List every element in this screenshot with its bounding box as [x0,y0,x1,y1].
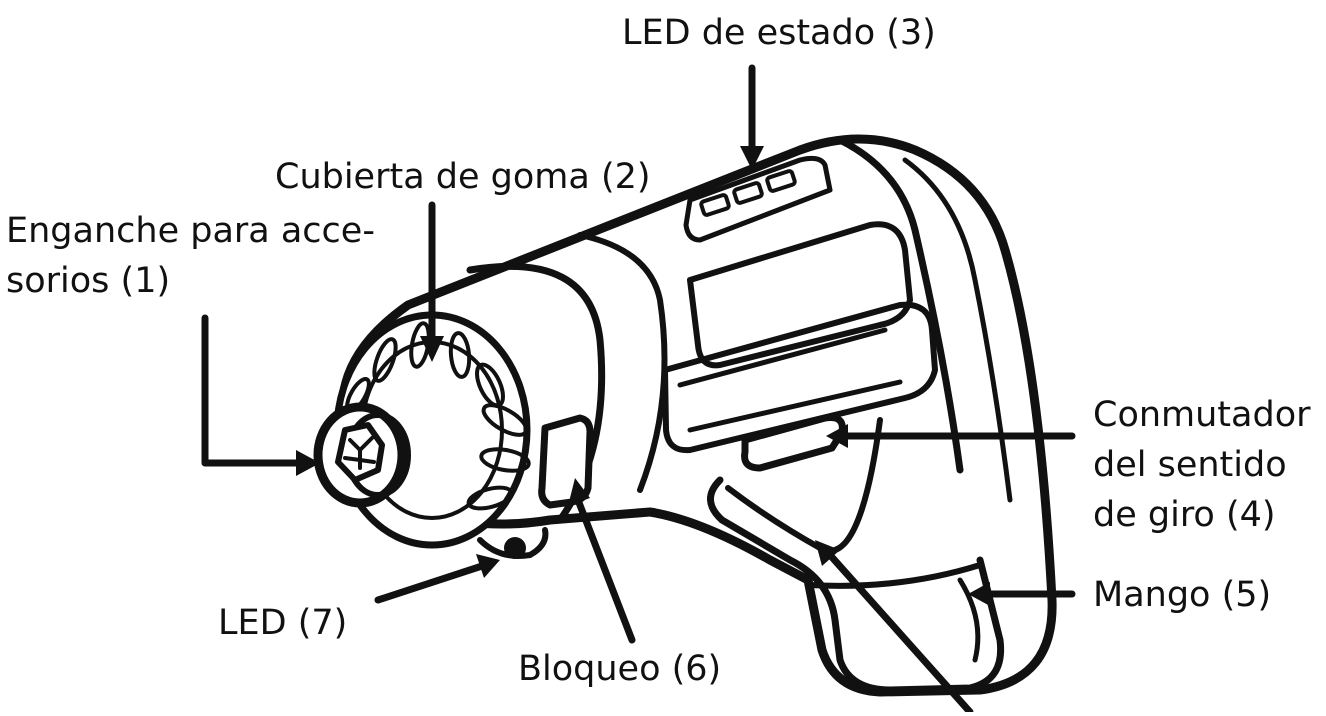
label-handle: Mango (5) [1093,575,1272,615]
label-direction-switch: Conmutador del sentido de giro (4) [1093,390,1311,540]
bit-holder-star [343,436,376,470]
arrowhead-led [476,554,500,578]
label-accessory-hook: Enganche para acce- sorios (1) [6,206,375,306]
side-trim-middle [662,301,938,454]
arrowhead-status-led [740,146,764,170]
rear-cap [836,136,964,474]
side-trim-lower [677,327,903,433]
front-led-housing [477,527,549,559]
nose-collar [577,232,668,493]
arrow-accessory-hook [201,314,304,467]
arrowhead-handle [968,582,990,606]
arrowhead-direction-switch [826,424,848,448]
arrow-lock [574,496,636,644]
label-accessory-hook-line1: Enganche para acce- [6,211,375,251]
arrow-trigger [826,551,974,716]
handle-band [807,562,983,589]
label-accessory-hook-line2: sorios (1) [6,261,171,301]
rear-cap-inner [902,157,1013,503]
status-led-panel [683,155,833,243]
label-direction-switch-line3: de giro (4) [1093,495,1276,535]
label-direction-switch-line1: Conmutador [1093,395,1311,435]
arrow-heads [296,146,990,606]
label-rubber-cover: Cubierta de goma (2) [275,157,651,197]
label-direction-switch-line2: del sentido [1093,445,1287,485]
arrowhead-rubber-cover [420,336,444,362]
arrowhead-accessory-hook [296,450,320,476]
handle-side-groove [957,577,981,663]
label-led: LED (7) [218,603,348,643]
label-lock: Bloqueo (6) [518,649,722,689]
arrowhead-trigger [815,540,840,566]
status-led-1 [699,193,731,217]
arrowhead-lock [568,478,590,506]
arrow-led [374,562,486,604]
status-led-2 [732,181,764,205]
direction-switch [741,414,846,472]
front-led [504,537,526,559]
status-led-3 [765,169,797,193]
label-status-led: LED de estado (3) [622,13,936,53]
callout-arrows [201,64,1076,716]
